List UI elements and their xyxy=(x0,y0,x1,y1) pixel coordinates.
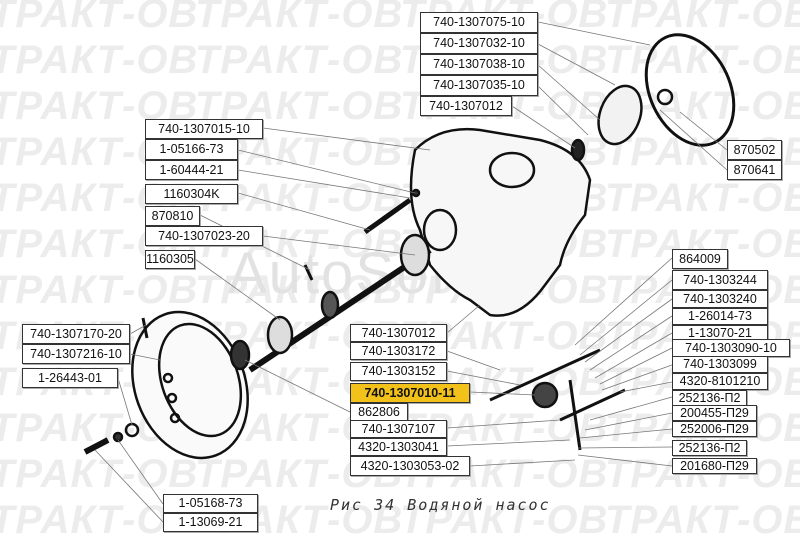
flat-washer xyxy=(124,422,140,438)
part-label-right[interactable]: 740-1303244 xyxy=(672,270,768,290)
part-label-right[interactable]: 4320-8101210 xyxy=(672,373,768,390)
part-label-right[interactable]: 1-26014-73 xyxy=(672,308,768,325)
figure-caption: Рис 34 Водяной насос xyxy=(330,496,551,514)
seal xyxy=(320,290,340,320)
part-label-left[interactable]: 740-1307023-20 xyxy=(145,226,263,246)
valve-stem xyxy=(568,379,582,451)
part-label-center[interactable]: 740-1307107 xyxy=(350,420,447,438)
part-label-center[interactable]: 4320-1303053-02 xyxy=(350,456,470,476)
part-label-top[interactable]: 740-1307035-10 xyxy=(420,75,538,96)
part-label-left[interactable]: 870810 xyxy=(145,206,200,226)
part-label-left[interactable]: 1160305 xyxy=(145,250,195,269)
part-label-top[interactable]: 740-1307038-10 xyxy=(420,54,538,75)
stud xyxy=(303,264,314,281)
leader-lines xyxy=(94,21,728,523)
part-label-center[interactable]: 740-1307012 xyxy=(350,324,447,342)
part-label-right[interactable]: 740-1303240 xyxy=(672,290,768,308)
part-label-center[interactable]: 862806 xyxy=(350,403,408,421)
part-label-right[interactable]: 252006-П29 xyxy=(672,421,757,437)
part-label-left[interactable]: 1160304K xyxy=(145,184,238,204)
part-label-center[interactable]: 740-1303152 xyxy=(350,362,447,381)
housing-port xyxy=(422,208,458,252)
part-label-left[interactable]: 1-60444-21 xyxy=(145,160,238,180)
part-label-top-right[interactable]: 870641 xyxy=(727,160,782,180)
pump-housing xyxy=(409,128,592,317)
part-label-top[interactable]: 740-1307012 xyxy=(420,96,512,116)
impeller-seal xyxy=(570,138,586,162)
nut xyxy=(411,188,421,198)
valve-rod xyxy=(489,348,601,402)
key xyxy=(141,317,149,339)
part-label-bottom-left[interactable]: 1-26443-01 xyxy=(22,368,118,388)
part-label-bottom[interactable]: 1-05168-73 xyxy=(163,494,258,513)
part-label-left[interactable]: 740-1307015-10 xyxy=(145,119,263,139)
spring-washer xyxy=(112,431,124,443)
pulley-bolt xyxy=(83,437,110,455)
part-label-right[interactable]: 864009 xyxy=(672,249,728,269)
part-label-right[interactable]: 200455-П29 xyxy=(672,405,757,421)
part-label-left[interactable]: 1-05166-73 xyxy=(145,139,238,160)
part-label-right[interactable]: 740-1303099 xyxy=(672,356,768,373)
pulley-hole xyxy=(162,372,174,384)
part-label-top-right[interactable]: 870502 xyxy=(727,140,782,160)
pulley-hole xyxy=(169,412,181,424)
part-label-bottom-left[interactable]: 740-1307170-20 xyxy=(22,324,130,344)
pulley-hole xyxy=(166,392,178,404)
part-label-center[interactable]: 4320-1303041 xyxy=(350,438,447,456)
valve-body xyxy=(531,381,559,409)
part-label-right[interactable]: 740-1303090-10 xyxy=(672,339,790,357)
part-label-right[interactable]: 252136-П2 xyxy=(672,440,747,456)
part-label-top[interactable]: 740-1307075-10 xyxy=(420,12,538,33)
impeller xyxy=(597,84,643,146)
pump-parts xyxy=(83,33,736,460)
part-label-right[interactable]: 252136-П2 xyxy=(672,390,747,406)
part-label-top[interactable]: 740-1307032-10 xyxy=(420,33,538,54)
bearing-outer xyxy=(266,315,294,355)
housing-bolt xyxy=(363,197,412,235)
part-label-bottom[interactable]: 1-13069-21 xyxy=(163,513,258,532)
impeller-nut xyxy=(656,88,674,106)
gasket-ring xyxy=(644,33,736,147)
part-label-center[interactable]: 740-1303172 xyxy=(350,342,447,360)
part-label-bottom-left[interactable]: 740-1307216-10 xyxy=(22,344,130,364)
hub xyxy=(229,339,251,371)
part-label-right[interactable]: 1-13070-21 xyxy=(672,325,768,342)
housing-outlet xyxy=(488,151,536,189)
part-label-right[interactable]: 201680-П29 xyxy=(672,458,757,474)
part-label-center[interactable]: 740-1307010-11 xyxy=(350,383,470,403)
valve-lever xyxy=(559,388,626,422)
pulley xyxy=(131,310,249,460)
